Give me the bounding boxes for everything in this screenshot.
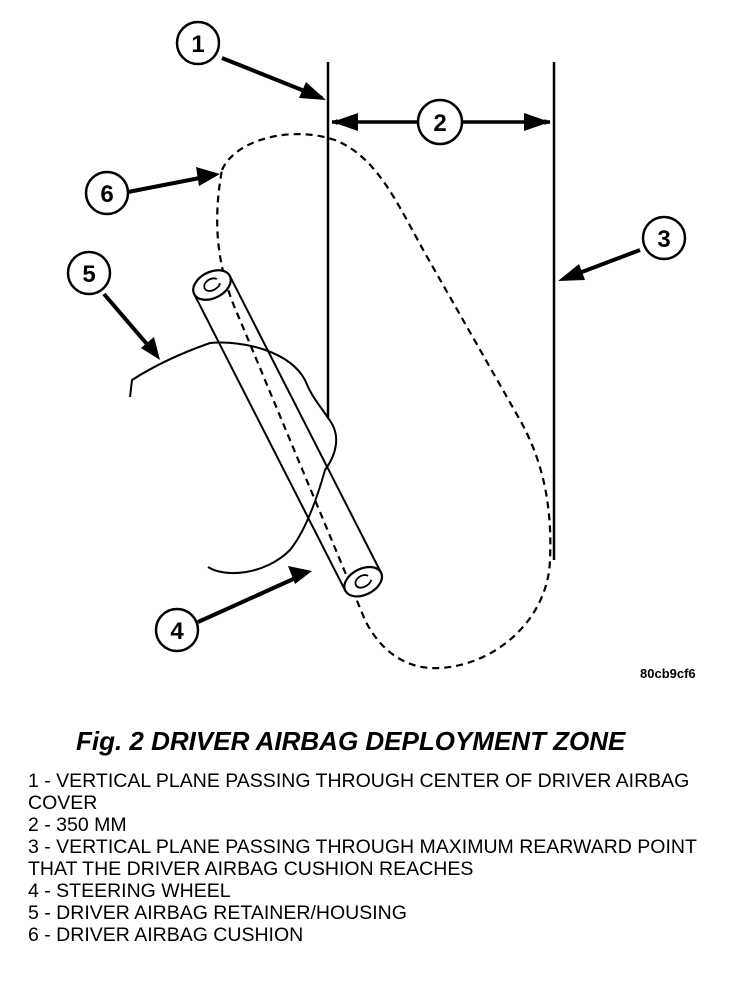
leader-arrow-6 xyxy=(127,174,211,194)
leader-arrowhead-1 xyxy=(299,82,326,100)
leader-arrowhead-6 xyxy=(196,167,220,186)
callout-4: 4 xyxy=(154,607,200,653)
leader-arrowhead-3 xyxy=(558,264,585,281)
legend-item: 6 - DRIVER AIRBAG CUSHION xyxy=(28,924,304,946)
legend-item: 5 - DRIVER AIRBAG RETAINER/HOUSING xyxy=(28,902,407,924)
leader-arrow-4 xyxy=(197,574,301,624)
legend-item: 4 - STEERING WHEEL xyxy=(28,880,231,902)
legend-item: 2 - 350 MM xyxy=(28,814,127,836)
svg-text:3: 3 xyxy=(657,226,670,253)
callout-2: 2 xyxy=(416,98,464,146)
airbag-deployment-diagram: 1 2 3 4 5 6 xyxy=(66,20,687,670)
steering-wheel xyxy=(192,269,384,598)
callout-3: 3 xyxy=(641,215,687,261)
legend-item: 3 - VERTICAL PLANE PASSING THROUGH MAXIM… xyxy=(28,836,697,880)
callout-5: 5 xyxy=(66,250,112,296)
callout-6: 6 xyxy=(84,170,130,216)
legend-item: 1 - VERTICAL PLANE PASSING THROUGH CENTE… xyxy=(28,770,690,814)
svg-text:1: 1 xyxy=(191,31,204,58)
svg-text:5: 5 xyxy=(82,261,95,288)
dimension-arrowhead-left xyxy=(332,113,358,131)
dimension-arrowhead-right xyxy=(524,113,550,131)
callout-1: 1 xyxy=(175,20,221,66)
svg-text:4: 4 xyxy=(170,618,184,645)
legend-list: 1 - VERTICAL PLANE PASSING THROUGH CENTE… xyxy=(28,770,728,946)
leader-arrowhead-4 xyxy=(288,566,312,584)
leader-arrowhead-5 xyxy=(141,337,160,360)
image-code: 80cb9cf6 xyxy=(640,666,696,681)
airbag-cushion-outline xyxy=(216,133,552,670)
svg-text:2: 2 xyxy=(433,110,446,137)
figure-caption: Fig. 2 DRIVER AIRBAG DEPLOYMENT ZONE xyxy=(76,726,626,756)
svg-text:6: 6 xyxy=(100,181,113,208)
airbag-retainer-housing xyxy=(129,341,338,574)
leader-arrow-5 xyxy=(102,292,154,352)
